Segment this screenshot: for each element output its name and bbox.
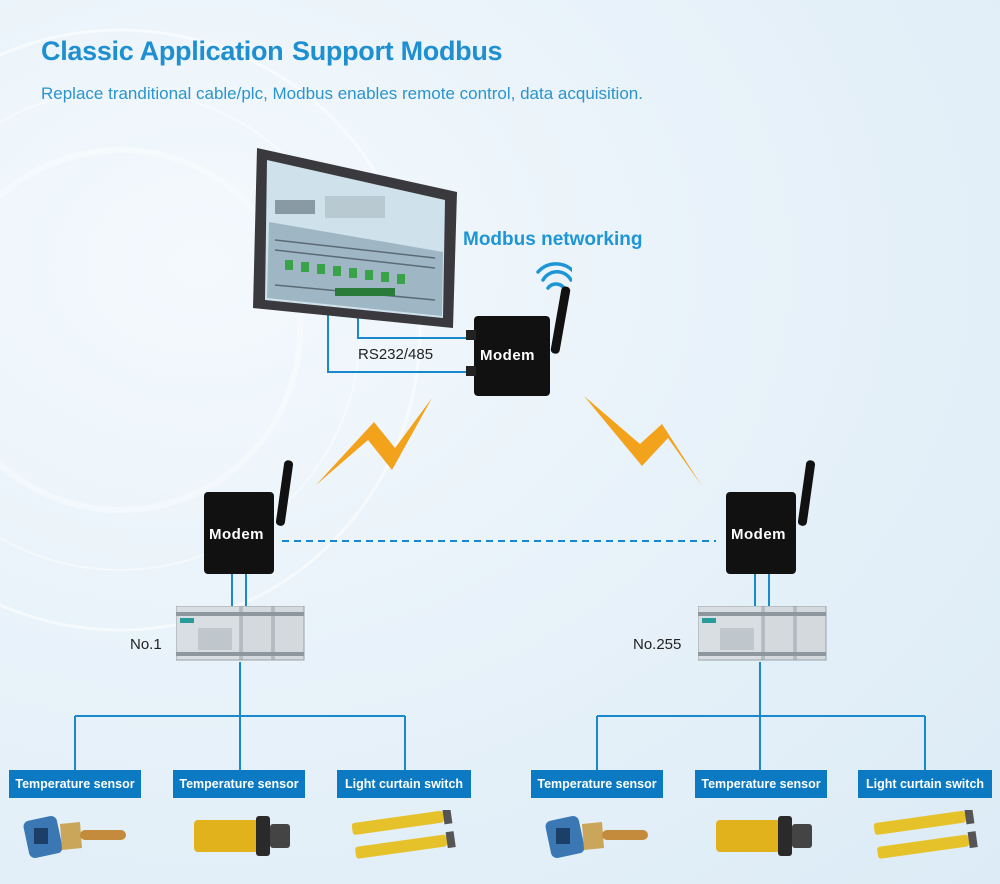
plc-255-icon [698,606,827,661]
modem-label-node-255: Modem [731,526,786,543]
sensor-label: Temperature sensor [531,770,663,798]
page-subtitle: Replace tranditional cable/plc, Modbus e… [41,84,643,103]
light-curtain-icon [873,810,978,859]
node-label-1: No.1 [130,636,162,653]
sensor-label: Temperature sensor [9,770,141,798]
link-label: RS232/485 [358,346,434,363]
rs485-link-outer [327,305,466,373]
light-curtain-icon [351,810,456,859]
photoelectric-sensor-icon [194,816,290,856]
remote-modem-2-icon [726,460,816,574]
sensor-label: Light curtain switch [858,770,992,798]
page-title: Classic Application [41,36,284,66]
modem-label-central: Modem [480,347,535,364]
modem-label-node-1: Modem [209,526,264,543]
sensor-label: Light curtain switch [337,770,471,798]
central-modem-icon [466,262,572,396]
lightning-bolt-icon [316,398,432,485]
temperature-sensor-icon [545,815,648,859]
sensor-label: Temperature sensor [695,770,827,798]
network-label: Modbus networking [463,229,643,250]
sensor-label: Temperature sensor [173,770,305,798]
remote-modem-1-icon [204,460,294,574]
lightning-bolt-icon [584,396,702,486]
wifi-icon [536,262,572,290]
page-title-secondary: Support Modbus [292,36,503,66]
node-label-255: No.255 [633,636,682,653]
plc-1-icon [176,606,305,661]
temperature-sensor-icon [23,815,126,859]
photoelectric-sensor-icon [716,816,812,856]
hmi-panel-icon [253,148,457,328]
